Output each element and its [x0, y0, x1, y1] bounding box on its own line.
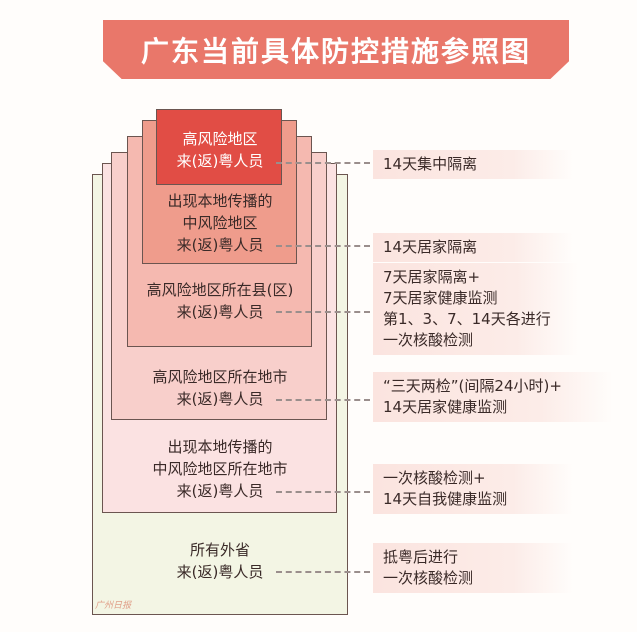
tier-line: 中风险地区	[182, 214, 258, 232]
tier-line: 中风险地区所在地市	[152, 460, 288, 478]
measure-5: 一次核酸检测+ 14天自我健康监测	[373, 464, 573, 514]
measure-line: 7天居家隔离+	[383, 268, 481, 286]
measure-line: 一次核酸检测	[383, 331, 474, 349]
watermark-logo: 广州日报	[95, 601, 132, 611]
tier-line: 高风险地区	[182, 130, 258, 148]
tier-line: 所有外省	[189, 541, 250, 559]
measure-2: 14天居家隔离	[373, 233, 573, 262]
tier-line: 来(返)粤人员	[176, 563, 264, 581]
tier-line: 来(返)粤人员	[176, 482, 264, 500]
measure-line: 一次核酸检测+	[383, 469, 486, 487]
tier-line: 出现本地传播的	[167, 438, 273, 456]
connector-6	[276, 571, 370, 573]
measure-line: 14天自我健康监测	[383, 490, 508, 508]
connector-3	[276, 311, 370, 313]
tier-1-box	[156, 109, 282, 185]
connector-4	[276, 399, 370, 401]
page-title: 广东当前具体防控措施参照图	[140, 34, 531, 68]
measure-line: 抵粤后进行	[383, 548, 459, 566]
measure-1: 14天集中隔离	[373, 150, 573, 179]
connector-5	[276, 491, 370, 493]
tier-line: 来(返)粤人员	[176, 390, 264, 408]
tier-4-text: 高风险地区所在地市 来(返)粤人员	[120, 366, 320, 410]
measure-line: 14天居家隔离	[383, 238, 478, 256]
tier-line: 来(返)粤人员	[176, 303, 264, 321]
connector-2	[276, 245, 370, 247]
tier-line: 高风险地区所在地市	[152, 368, 288, 386]
tier-6-text: 所有外省 来(返)粤人员	[120, 539, 320, 583]
tier-1-text: 高风险地区 来(返)粤人员	[120, 128, 320, 172]
measure-6: 抵粤后进行 一次核酸检测	[373, 543, 573, 593]
tier-5-text: 出现本地传播的 中风险地区所在地市 来(返)粤人员	[120, 436, 320, 502]
measure-line: 一次核酸检测	[383, 569, 474, 587]
measure-line: 7天居家健康监测	[383, 289, 498, 307]
title-banner: 广东当前具体防控措施参照图	[103, 20, 569, 79]
tier-line: 出现本地传播的	[167, 192, 273, 210]
measure-line: 14天集中隔离	[383, 155, 478, 173]
measure-line: “三天两检”(间隔24小时)+	[383, 377, 562, 395]
tier-2-text: 出现本地传播的 中风险地区 来(返)粤人员	[120, 190, 320, 256]
tier-line: 来(返)粤人员	[176, 152, 264, 170]
measure-line: 14天居家健康监测	[383, 398, 508, 416]
measure-4: “三天两检”(间隔24小时)+ 14天居家健康监测	[373, 372, 613, 422]
connector-1	[276, 162, 370, 164]
measure-3: 7天居家隔离+ 7天居家健康监测 第1、3、7、14天各进行 一次核酸检测	[373, 263, 578, 355]
tier-3-text: 高风险地区所在县(区) 来(返)粤人员	[120, 279, 320, 323]
tier-line: 来(返)粤人员	[176, 236, 264, 254]
measure-line: 第1、3、7、14天各进行	[383, 310, 551, 328]
tier-line: 高风险地区所在县(区)	[146, 281, 294, 299]
